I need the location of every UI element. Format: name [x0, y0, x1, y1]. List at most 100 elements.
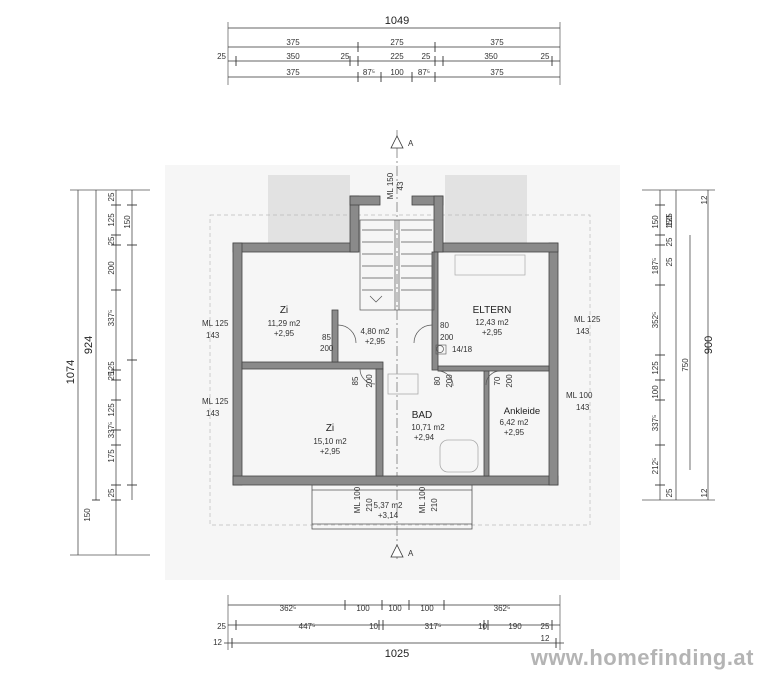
right-c1-3: 187⁵ [651, 258, 660, 275]
right-c1-6: 100 [651, 385, 660, 399]
bottom-dimension-chain: 362⁵ 100 100 100 362⁵ 25 447⁵ 10 317⁵ 10… [213, 595, 564, 660]
bot-r2-a: 25 [217, 622, 226, 631]
left-c1-11: 150 [83, 508, 92, 522]
bot-r2-d: 317⁵ [425, 622, 442, 631]
right-c1-0: 150 [651, 215, 660, 229]
room-height: +3,14 [378, 511, 399, 520]
top-r2-a: 25 [217, 52, 226, 61]
right-c1-5: 125 [651, 361, 660, 375]
section-arrow-bottom-icon [390, 544, 404, 558]
left-c1-1: 125 [107, 213, 116, 227]
window-right-bottom-ml: ML 100 [566, 391, 593, 400]
left-c2-0: 150 [123, 215, 132, 229]
window-left-top-ml: ML 125 [202, 319, 229, 328]
bot-r1-c: 100 [388, 604, 402, 613]
left-inner-dim: 924 [83, 336, 95, 354]
chimney-label: 14/18 [452, 345, 473, 354]
top-r1-a: 375 [286, 38, 300, 47]
left-c1-9: 175 [107, 449, 116, 463]
room-height: +2,95 [482, 328, 503, 337]
room-name: Ankleide [504, 406, 540, 417]
stair-h: 43 [396, 181, 405, 190]
bot-r2-b: 447⁵ [299, 622, 316, 631]
roof-outline [209, 214, 591, 526]
top-dimension-chain: 1049 375 275 375 25 350 25 225 25 350 25… [217, 15, 561, 85]
right-c1-1: 125 [665, 213, 674, 227]
door-2-w: 80 [440, 321, 449, 330]
left-c1-6: 125 [107, 361, 116, 375]
top-r3-d: 87⁵ [418, 68, 430, 77]
room-area: 5,37 m2 [374, 501, 403, 510]
left-c1-2: 25 [107, 236, 116, 245]
roof-shade-left [268, 175, 350, 243]
window-right-top-ml: ML 125 [574, 315, 601, 324]
balkon-left-h: 210 [365, 498, 374, 512]
room-ankleide: Ankleide 6,42 m2 +2,95 [500, 406, 541, 437]
left-c1-10: 25 [107, 488, 116, 497]
bathroom-fixtures [387, 344, 479, 473]
top-overall-dim: 1049 [385, 15, 409, 27]
top-r1-c: 375 [490, 38, 504, 47]
room-area: 15,10 m2 [313, 437, 347, 446]
staircase: ML 150 43 [359, 172, 435, 311]
bot-r1-b: 100 [356, 604, 370, 613]
doors [337, 324, 501, 387]
top-r2-f: 350 [484, 52, 498, 61]
window-labels: ML 125 143 ML 125 143 ML 125 143 ML 100 … [202, 315, 601, 513]
room-area: 4,80 m2 [361, 327, 390, 336]
left-c1-5: 25 [107, 371, 116, 380]
left-overall-dim: 1074 [65, 360, 77, 384]
right-c1-8: 212⁵ [651, 458, 660, 475]
left-c1-0: 25 [107, 192, 116, 201]
room-height: +2,95 [320, 447, 341, 456]
window-left-bottom-h: 143 [206, 409, 220, 418]
window-right-top-h: 143 [576, 327, 590, 336]
door-5-h: 200 [505, 374, 514, 388]
bot-r1-e: 362⁵ [494, 604, 511, 613]
door-1-h: 200 [320, 344, 334, 353]
room-area: 12,43 m2 [475, 318, 509, 327]
balkon-left-ml: ML 100 [353, 486, 362, 513]
section-mark-top: A [408, 139, 414, 148]
room-height: +2,95 [274, 329, 295, 338]
door-4-h: 200 [445, 374, 454, 388]
stair-arrow-icon [369, 295, 383, 303]
top-r2-e: 25 [422, 52, 431, 61]
room-height: +2,95 [504, 428, 525, 437]
right-c1-7: 337⁵ [651, 415, 660, 432]
room-name: Zi [326, 423, 334, 434]
section-line: A A [390, 130, 414, 560]
room-vorraum: 4,80 m2 +2,95 [361, 327, 390, 346]
balkon-right-h: 210 [430, 498, 439, 512]
top-r1-b: 275 [390, 38, 404, 47]
bot-r1-d: 100 [420, 604, 434, 613]
balcony [311, 484, 473, 530]
left-c1-4: 337⁵ [107, 310, 116, 327]
right-dimension-chain: 150 125 25 187⁵ 352⁵ 125 100 337⁵ 212⁵ 2… [642, 189, 715, 501]
room-balkon: 5,37 m2 +3,14 [374, 501, 403, 520]
door-3-h: 200 [365, 374, 374, 388]
top-r3-b: 87⁵ [363, 68, 375, 77]
room-name: Zi [280, 305, 288, 316]
bot-r2-f: 190 [508, 622, 522, 631]
wardrobe [454, 254, 526, 276]
top-r2-b: 350 [286, 52, 300, 61]
left-c1-8: 337⁵ [107, 422, 116, 439]
roof-shade-right [445, 175, 527, 243]
room-area: 10,71 m2 [411, 423, 445, 432]
top-r3-a: 375 [286, 68, 300, 77]
right-c1-9: 25 [665, 488, 674, 497]
room-height: +2,94 [414, 433, 435, 442]
left-dimension-chain: 1074 924 25 125 25 200 337⁵ 25 125 125 3… [65, 189, 150, 556]
section-mark-bottom: A [408, 549, 414, 558]
window-right-bottom-h: 143 [576, 403, 590, 412]
right-inner-dim: 750 [681, 358, 690, 372]
top-r2-d: 225 [390, 52, 404, 61]
left-c1-3: 200 [107, 261, 116, 275]
window-left-top-h: 143 [206, 331, 220, 340]
section-arrow-top-icon [390, 135, 404, 149]
bottom-overall-dim: 1025 [385, 648, 409, 660]
right-c2-0: 150 [665, 215, 674, 229]
window-left-bottom-ml: ML 125 [202, 397, 229, 406]
